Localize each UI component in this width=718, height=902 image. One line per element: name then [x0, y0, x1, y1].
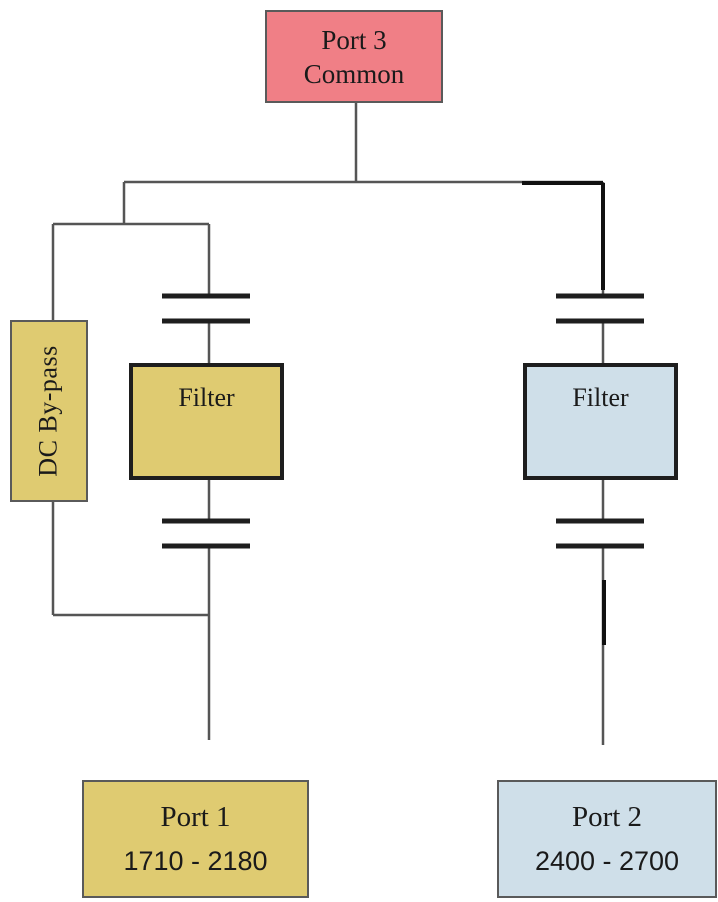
capacitor-right-lower: [556, 518, 644, 549]
port-1-title: Port 1: [160, 801, 231, 833]
port-3-subtitle: Common: [303, 58, 405, 89]
capacitor-right-upper: [556, 293, 644, 324]
filter-right-label: Filter: [572, 383, 629, 412]
filter-left-label: Filter: [178, 383, 235, 412]
port-1-range: 1710 - 2180: [123, 846, 268, 876]
dc-bypass-box: DC By-pass: [10, 320, 88, 502]
emphasis-segments: [522, 181, 606, 645]
port-2-range: 2400 - 2700: [534, 846, 680, 876]
capacitors: [162, 293, 644, 549]
filter-right-box: Filter: [523, 363, 678, 480]
port-3-title: Port 3: [321, 24, 387, 55]
port-3-common-box: Port 3 Common: [265, 10, 443, 103]
capacitor-left-upper: [162, 293, 250, 324]
port-1-box: Port 1 1710 - 2180: [82, 780, 309, 898]
port-2-box: Port 2 2400 - 2700: [497, 780, 717, 898]
dc-bypass-label: DC By-pass: [34, 345, 63, 477]
filter-left-box: Filter: [129, 363, 284, 480]
capacitor-left-lower: [162, 518, 250, 549]
port-2-title: Port 2: [571, 801, 643, 833]
